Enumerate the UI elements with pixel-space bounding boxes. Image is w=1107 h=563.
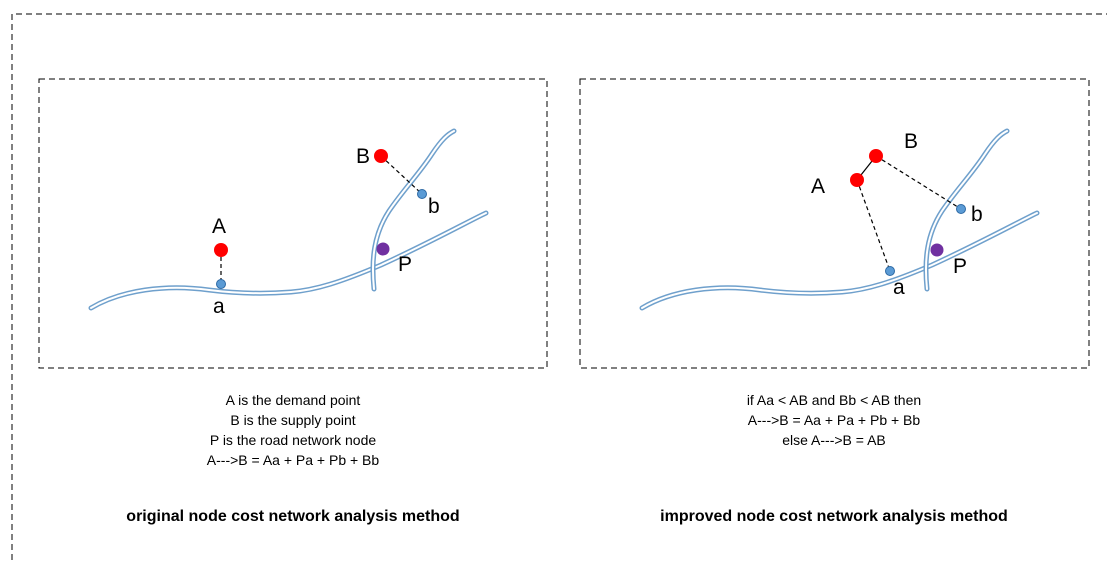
left-link-Bb — [380, 155, 423, 195]
right-road-main — [642, 213, 1037, 308]
right-road-node-P — [930, 243, 944, 257]
left-caption-line: A is the demand point — [225, 392, 361, 408]
left-caption-line: A--->B = Aa + Pa + Pb + Bb — [206, 452, 380, 468]
left-demand-point-A — [214, 243, 228, 257]
left-supply-point-B — [374, 149, 388, 163]
left-label-b: b — [428, 195, 440, 218]
right-road-point-a — [885, 266, 895, 276]
right-label-a: a — [893, 276, 905, 299]
left-caption-line: P is the road network node — [209, 432, 377, 448]
right-label-b: b — [971, 203, 983, 226]
right-panel-frame — [579, 78, 1090, 369]
right-caption-line: if Aa < AB and Bb < AB then — [746, 392, 922, 408]
left-road-point-a — [216, 279, 226, 289]
left-road-main — [91, 213, 486, 308]
right-caption-line: else A--->B = AB — [782, 432, 886, 448]
left-panel: A B P a b — [38, 78, 548, 369]
left-road-point-b — [417, 189, 427, 199]
right-label-B: B — [904, 130, 918, 153]
right-caption: if Aa < AB and Bb < AB then A--->B = Aa … — [594, 390, 1074, 450]
right-road-point-b — [956, 204, 966, 214]
right-panel: A B P a b — [579, 78, 1090, 369]
left-label-B: B — [356, 145, 370, 168]
left-caption-line: B is the supply point — [230, 412, 356, 428]
right-label-A: A — [811, 175, 825, 198]
outer-frame — [11, 13, 1107, 560]
right-label-P: P — [953, 255, 967, 278]
right-demand-point-A — [850, 173, 864, 187]
left-label-P: P — [398, 253, 412, 276]
left-panel-title: original node cost network analysis meth… — [126, 508, 460, 525]
right-link-Aa — [856, 179, 891, 272]
left-panel-frame — [38, 78, 548, 369]
left-label-a: a — [213, 295, 225, 318]
left-caption: A is the demand point B is the supply po… — [53, 390, 533, 470]
left-road-node-P — [376, 242, 390, 256]
right-supply-point-B — [869, 149, 883, 163]
right-caption-line: A--->B = Aa + Pa + Pb + Bb — [747, 412, 921, 428]
left-label-A: A — [212, 215, 226, 238]
right-panel-title: improved node cost network analysis meth… — [660, 508, 1008, 525]
right-link-Bb — [875, 155, 962, 210]
